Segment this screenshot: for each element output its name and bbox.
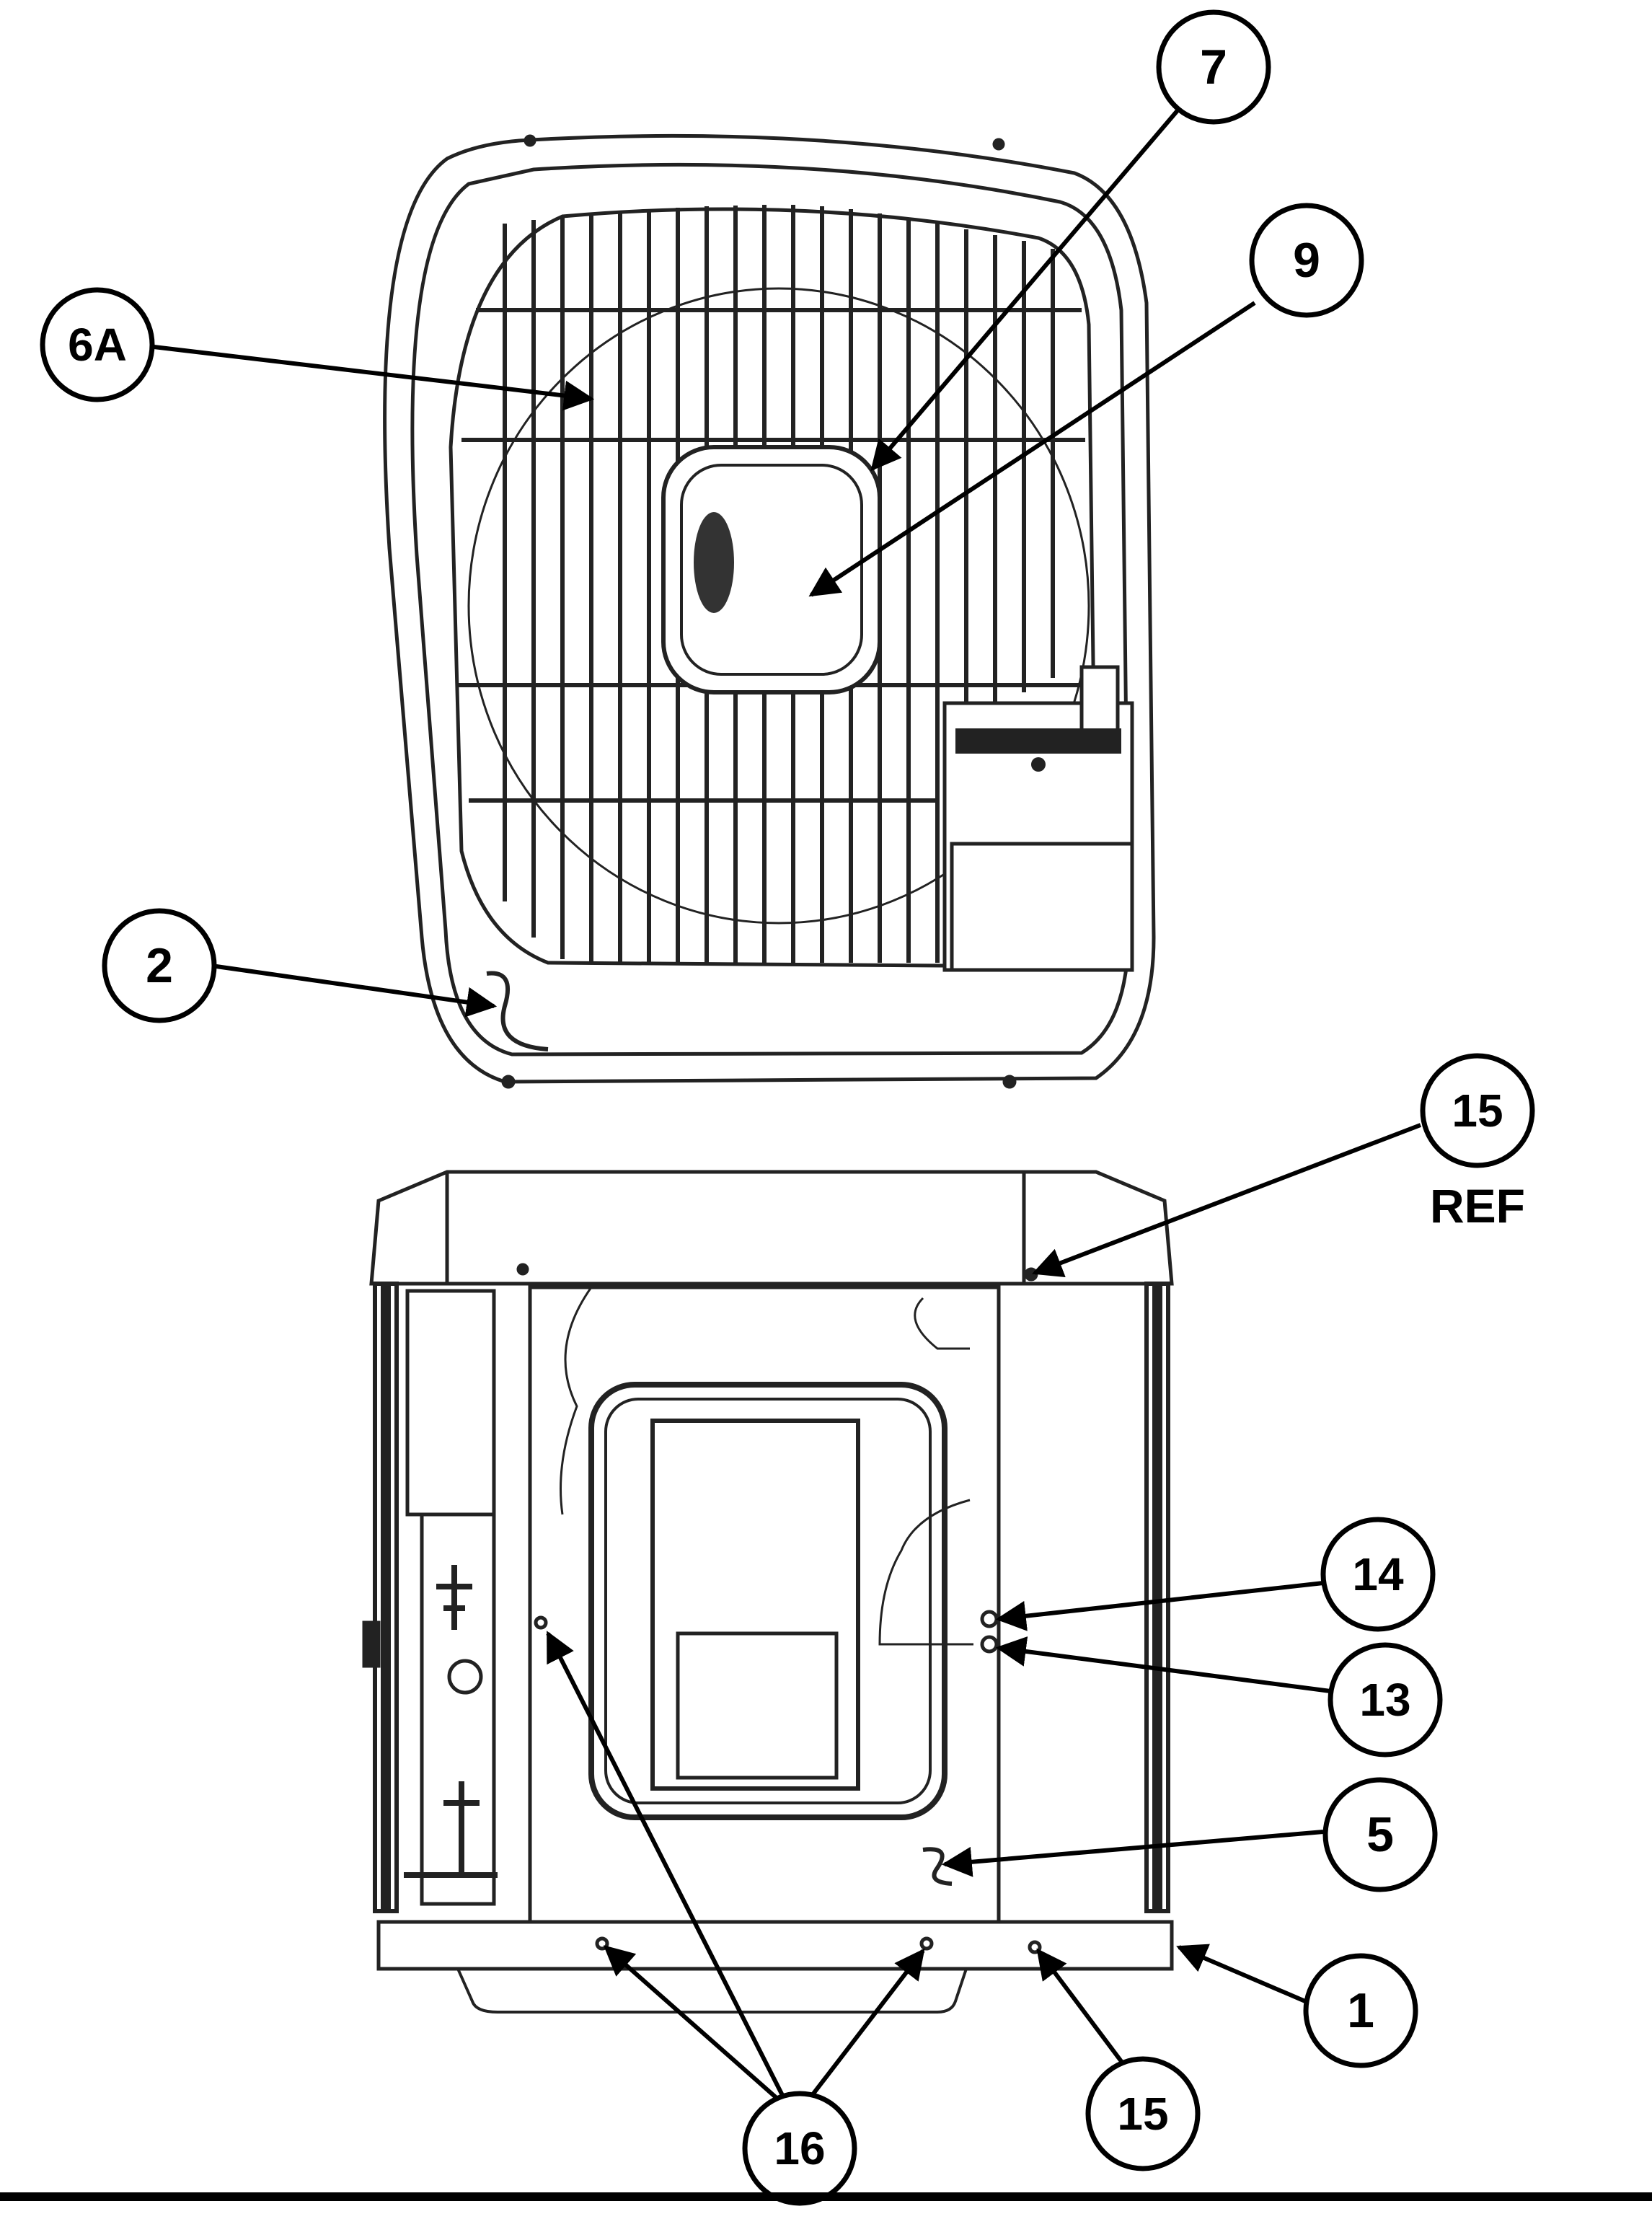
svg-text:5: 5 [1366, 1807, 1394, 1862]
item-5-clip [922, 1847, 953, 1886]
brand-logo-icon [694, 512, 734, 613]
callout-5: 5 [1322, 1777, 1438, 1892]
svg-text:9: 9 [1293, 233, 1320, 288]
leader-lines [147, 103, 1422, 2112]
callout-1: 1 [1303, 1953, 1418, 2068]
callout-2: 2 [102, 908, 217, 1023]
item-16-screw-right [919, 1936, 934, 1951]
svg-text:2: 2 [146, 938, 173, 993]
side-view [362, 1170, 1174, 2014]
base-pan [376, 1920, 1174, 1971]
item-2-clip [486, 971, 549, 1051]
item-16-screw-left [534, 1615, 548, 1630]
svg-text:7: 7 [1200, 40, 1227, 94]
control-box [942, 665, 1134, 972]
top-cover-outline [383, 133, 1156, 1084]
svg-text:15: 15 [1452, 1085, 1503, 1137]
callout-14: 14 [1320, 1517, 1436, 1632]
svg-text:6A: 6A [68, 319, 127, 371]
page-bottom-rule [0, 2192, 1652, 2201]
svg-text:14: 14 [1352, 1548, 1404, 1600]
item-16-screw-mid [595, 1936, 609, 1951]
callout-15: 15 [1085, 2056, 1201, 2171]
service-valve-upper [436, 1565, 472, 1630]
callout-15-ref: 15 REF [1420, 1053, 1535, 1232]
service-valve-lower [404, 1781, 498, 1878]
callout-16: 16 [742, 2091, 857, 2206]
svg-text:15: 15 [1117, 2088, 1168, 2140]
compressor [588, 1382, 948, 1820]
callout-7: 7 [1156, 9, 1271, 125]
item-15-screw [1028, 1940, 1042, 1954]
callout-13: 13 [1328, 1642, 1443, 1757]
svg-text:1: 1 [1347, 1983, 1374, 2038]
service-valve-fitting [447, 1659, 483, 1695]
svg-text:13: 13 [1359, 1674, 1410, 1726]
top-cover-view [383, 133, 1156, 1089]
callout-9: 9 [1249, 203, 1364, 318]
svg-text:REF: REF [1430, 1179, 1525, 1232]
callout-6a: 6A [40, 287, 155, 402]
svg-text:16: 16 [774, 2122, 825, 2174]
